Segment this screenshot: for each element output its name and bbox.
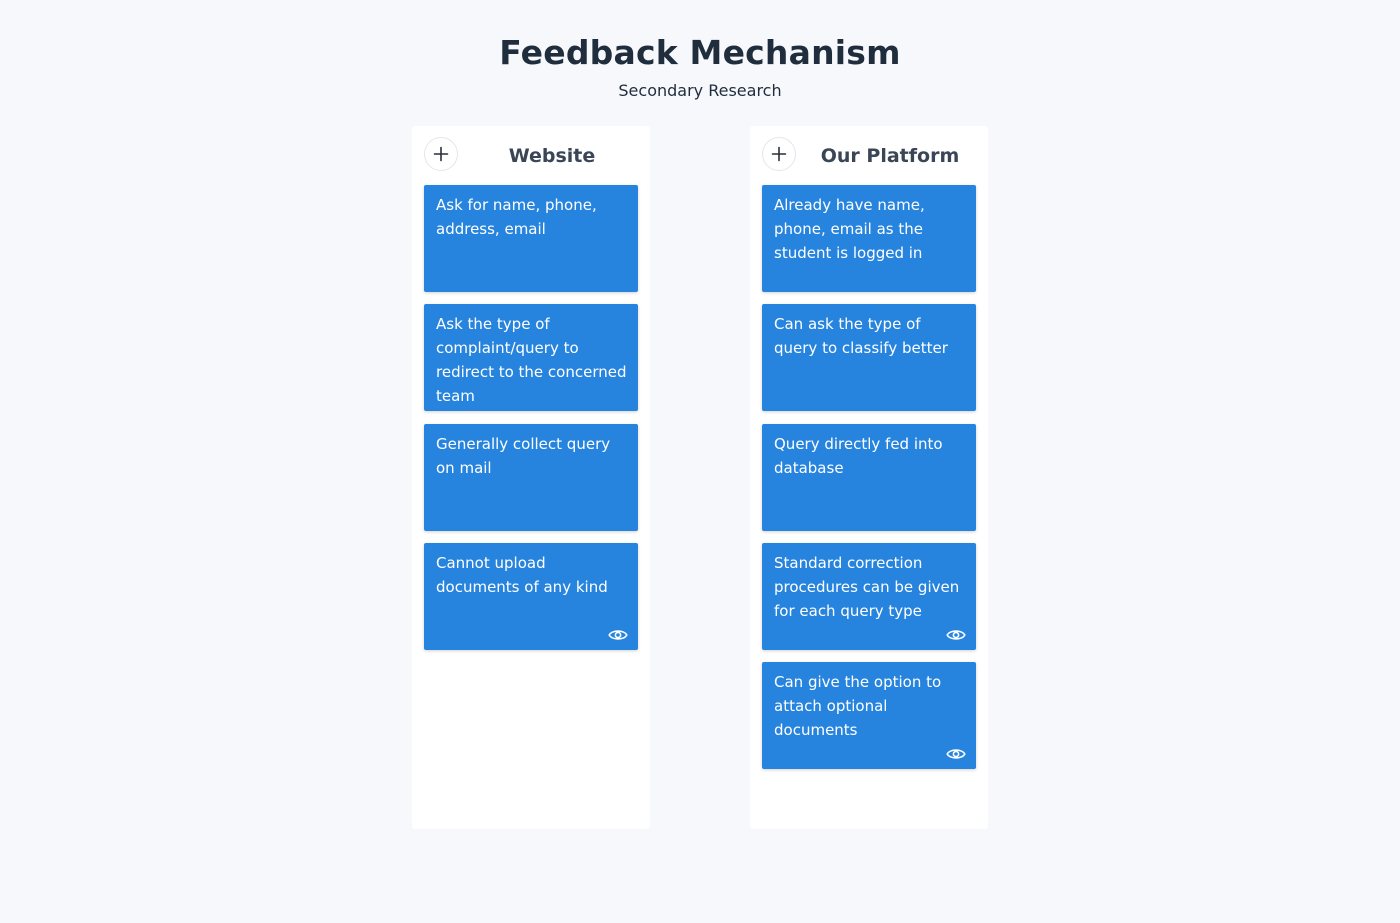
page-subtitle: Secondary Research [618, 81, 782, 100]
card[interactable]: Can ask the type of query to classify be… [762, 304, 976, 411]
eye-icon[interactable] [608, 628, 628, 642]
card-text: Generally collect query on mail [436, 435, 611, 477]
card-text: Can give the option to attach optional d… [774, 673, 942, 739]
add-card-button[interactable] [424, 137, 458, 171]
card-text: Standard correction procedures can be gi… [774, 554, 960, 620]
column-website: Website Ask for name, phone, address, em… [412, 126, 650, 829]
eye-icon[interactable] [946, 628, 966, 642]
page-header: Feedback Mechanism Secondary Research [0, 30, 1400, 102]
page-title: Feedback Mechanism [499, 33, 901, 72]
card-text: Cannot upload documents of any kind [436, 554, 608, 596]
column-header: Website [412, 126, 650, 185]
card-text: Already have name, phone, email as the s… [774, 196, 925, 262]
card[interactable]: Ask for name, phone, address, email [424, 185, 638, 292]
card[interactable]: Cannot upload documents of any kind [424, 543, 638, 650]
plus-icon [771, 146, 787, 162]
card[interactable]: Can give the option to attach optional d… [762, 662, 976, 769]
add-card-button[interactable] [762, 137, 796, 171]
column-title: Our Platform [820, 145, 960, 167]
column-header: Our Platform [750, 126, 988, 185]
card-text: Ask for name, phone, address, email [436, 196, 597, 238]
plus-icon [433, 146, 449, 162]
card-text: Ask the type of complaint/query to redir… [436, 315, 627, 405]
card[interactable]: Ask the type of complaint/query to redir… [424, 304, 638, 411]
card[interactable]: Generally collect query on mail [424, 424, 638, 531]
card[interactable]: Query directly fed into database [762, 424, 976, 531]
card[interactable]: Already have name, phone, email as the s… [762, 185, 976, 292]
column-title: Website [508, 145, 596, 167]
eye-icon[interactable] [946, 747, 966, 761]
card-text: Can ask the type of query to classify be… [774, 315, 948, 357]
column-our-platform: Our Platform Already have name, phone, e… [750, 126, 988, 829]
card-text: Query directly fed into database [774, 435, 943, 477]
card[interactable]: Standard correction procedures can be gi… [762, 543, 976, 650]
